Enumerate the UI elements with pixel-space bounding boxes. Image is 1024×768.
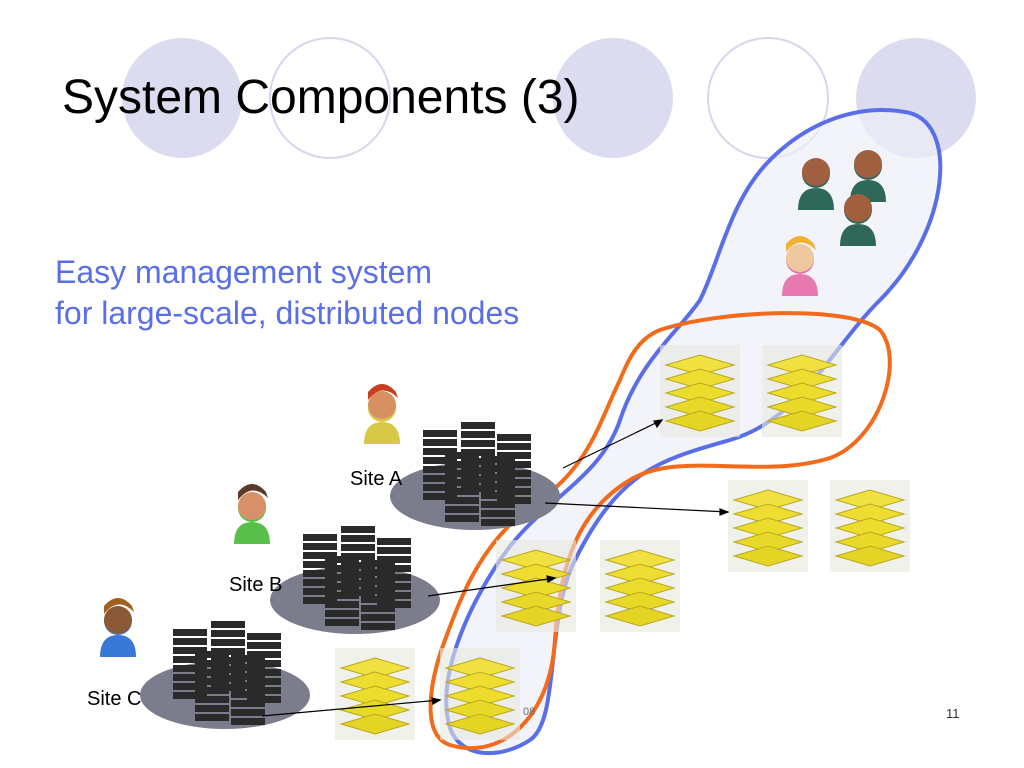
page-number: 11 xyxy=(946,706,960,721)
site-label-a: Site A xyxy=(350,468,403,490)
deco-circle-filled xyxy=(122,38,242,158)
deco-circle-outline xyxy=(269,37,391,159)
site-label-b: Site B xyxy=(229,574,283,596)
admin-person-icon-site-a xyxy=(364,384,400,444)
virtual-node xyxy=(599,539,681,633)
server-cluster-site-a xyxy=(390,422,560,530)
admin-person-icon-site-c xyxy=(100,598,136,657)
arrows xyxy=(261,419,730,717)
admin-person-icon-site-b xyxy=(234,484,270,544)
virtual-node xyxy=(829,479,911,573)
slide-subtitle: Easy management system for large-scale, … xyxy=(55,252,519,334)
subtitle-line: for large-scale, distributed nodes xyxy=(55,295,520,331)
virtual-node xyxy=(439,647,521,741)
slide-title: System Components (3) xyxy=(62,71,580,124)
deco-circle-outline xyxy=(707,37,829,159)
virtual-node xyxy=(334,647,416,741)
virtual-node xyxy=(495,539,577,633)
subtitle-line: Easy management system xyxy=(55,254,433,290)
server-cluster-site-c xyxy=(140,621,310,729)
server-cluster-site-b xyxy=(270,526,440,634)
virtual-node xyxy=(761,344,843,438)
virtual-node xyxy=(659,344,741,438)
site-label-c: Site C xyxy=(87,688,142,710)
footer-date: 08 xyxy=(523,706,536,718)
managed-cluster-outline-orange xyxy=(428,311,892,751)
deco-circle-filled xyxy=(553,38,673,158)
virtual-node xyxy=(727,479,809,573)
user-group-icon xyxy=(782,150,886,296)
